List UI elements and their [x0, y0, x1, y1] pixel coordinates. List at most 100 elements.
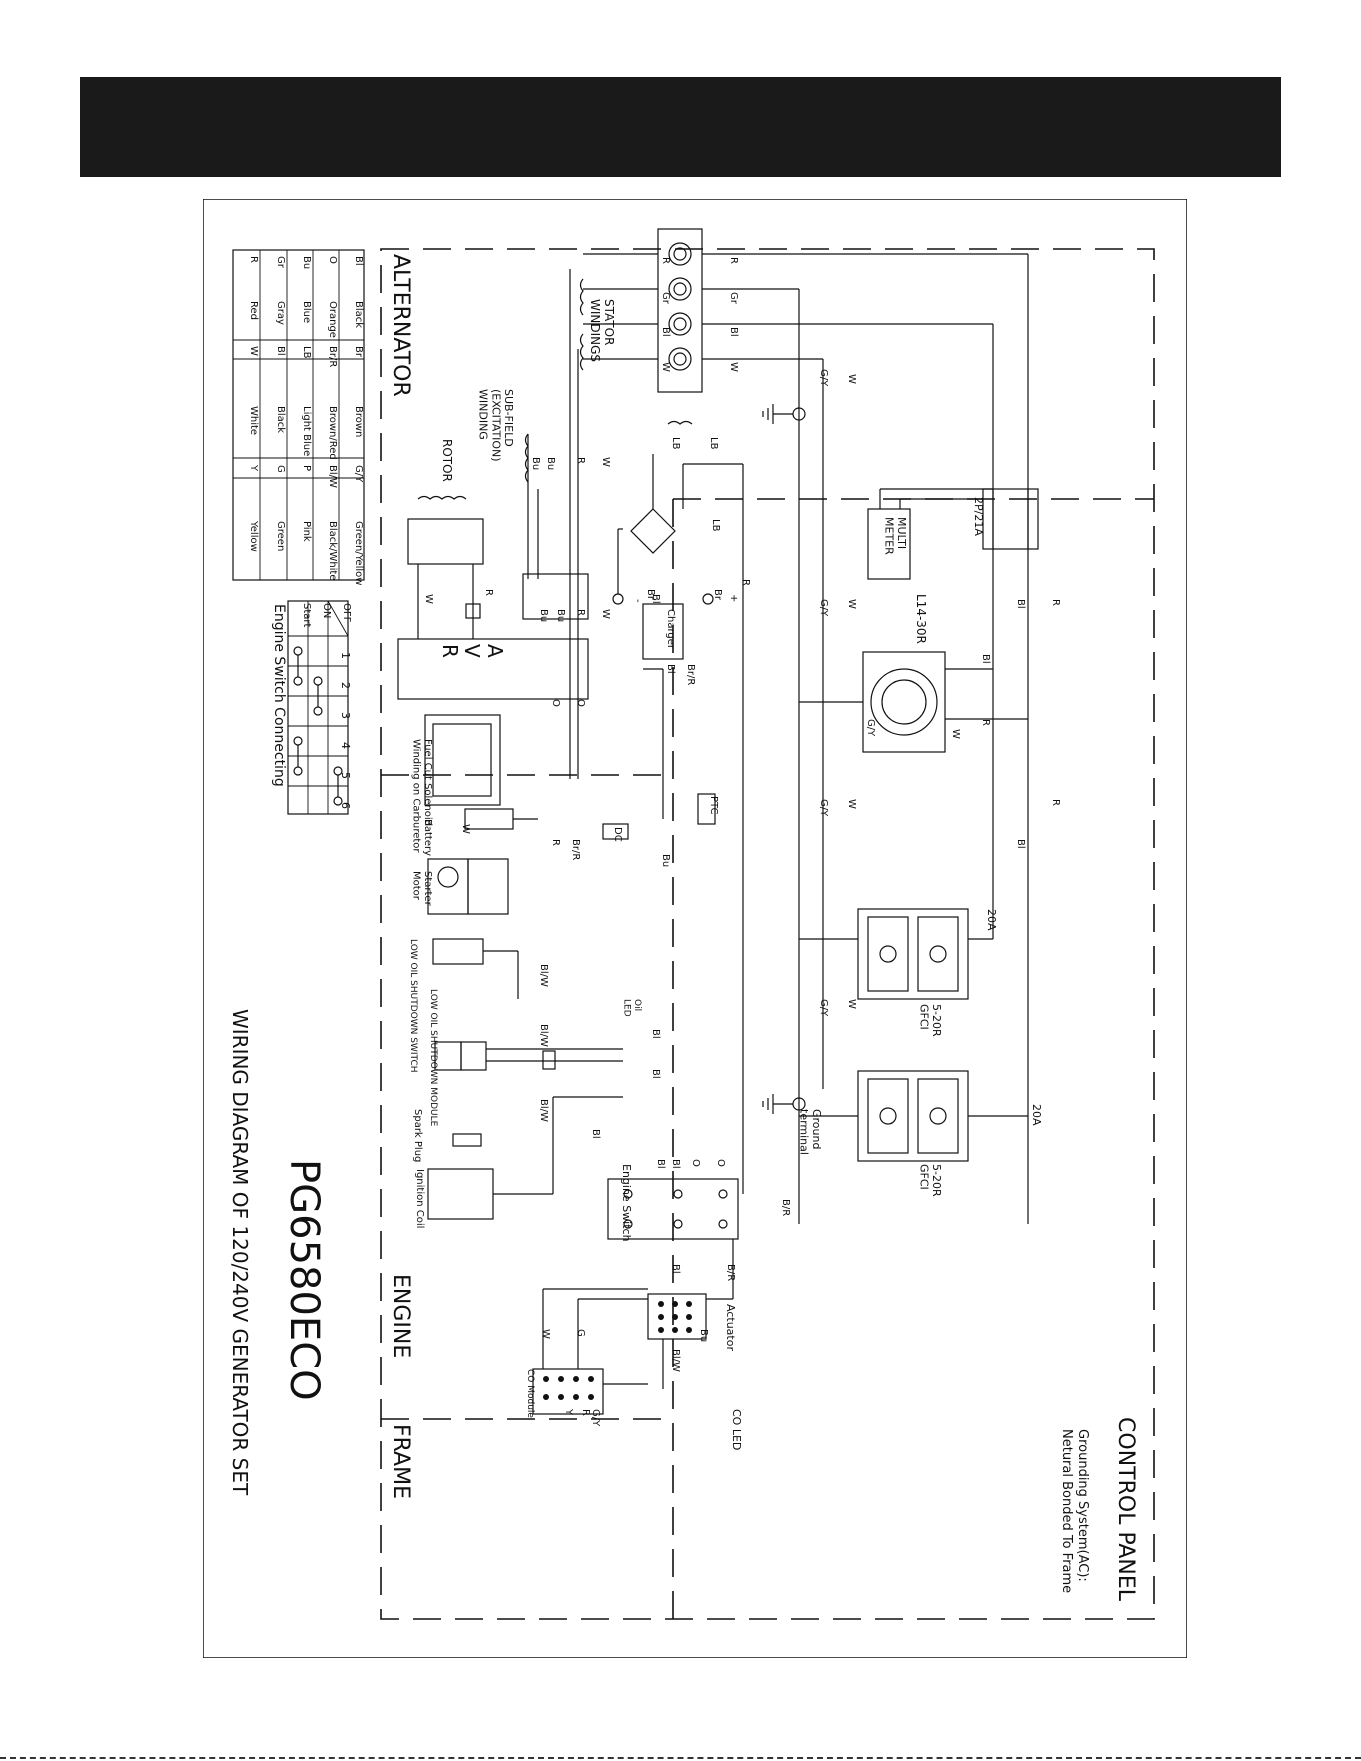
- wire-label: Br: [645, 589, 656, 601]
- engine-switch-label: Engine Switch: [620, 1164, 633, 1242]
- header-bar: [80, 77, 1281, 177]
- section-label-alternator: ALTERNATOR: [388, 254, 413, 397]
- color-legend-table: [232, 249, 365, 581]
- wire-label: O: [690, 1159, 701, 1167]
- wire-label: Bl: [650, 594, 661, 604]
- wire-label: W: [846, 799, 857, 809]
- legend-cell: Black: [353, 301, 364, 328]
- legend-cell: W: [248, 346, 259, 356]
- wire-label: W: [423, 594, 434, 604]
- wire-label: Bl/W: [538, 1024, 549, 1047]
- charger-label: Charger: [665, 609, 676, 650]
- legend-cell: Black: [275, 406, 286, 433]
- fuel-cut-label: Winding on Carburetor: [411, 739, 422, 853]
- co-led-label: CO LED: [730, 1409, 743, 1450]
- wire-label: W: [460, 824, 471, 834]
- avr-label: V: [460, 644, 484, 658]
- battery-label: Battery: [422, 819, 433, 856]
- wire-label: R: [1050, 799, 1061, 806]
- wire-label: R: [580, 1409, 591, 1416]
- switch-header: 2: [339, 682, 352, 689]
- wire-label: Bl: [655, 1159, 666, 1169]
- wire-label: O: [575, 699, 586, 707]
- wire-label: R: [660, 257, 671, 264]
- switch-row-label: Start: [301, 603, 312, 628]
- wire-label: Bl: [650, 1069, 661, 1079]
- wire-label: Bl: [728, 327, 739, 337]
- wire-label: G/Y: [590, 1409, 601, 1427]
- gfci1-label: GFCI: [917, 1004, 930, 1030]
- switch-header: 5: [339, 772, 352, 779]
- avr-label: A: [483, 644, 507, 658]
- wire-label: G/Y: [818, 369, 829, 387]
- legend-cell: Light Blue: [301, 406, 312, 456]
- wire-label: W: [660, 362, 671, 372]
- wire-label: +: [728, 594, 739, 602]
- switch-header: 1: [339, 652, 352, 659]
- legend-cell: Green/Yellow: [353, 521, 364, 585]
- legend-cell: Pink: [301, 521, 312, 542]
- section-label-engine: ENGINE: [388, 1274, 413, 1358]
- wire-label: Bl: [665, 664, 676, 674]
- gfci1-label: 5-20R: [930, 1004, 943, 1037]
- legend-cell: R: [248, 256, 259, 263]
- legend-cell: Yellow: [248, 520, 259, 552]
- wire-label: Bl: [1015, 839, 1026, 849]
- switch-header: 4: [339, 742, 352, 749]
- wire-label: R: [575, 457, 586, 464]
- wire-label: Bu: [660, 854, 671, 867]
- switch-header: 3: [339, 712, 352, 719]
- wire-label: W: [846, 999, 857, 1009]
- legend-cell: Brown: [353, 406, 364, 437]
- diagram-border: [203, 199, 1187, 1658]
- switch-row-label: ON: [321, 603, 332, 618]
- wire-label: G/Y: [818, 599, 829, 617]
- engine-switch-table: [287, 600, 349, 815]
- wire-label: G: [575, 1329, 586, 1337]
- wire-label: W: [600, 609, 611, 619]
- starter-label: Starter: [422, 871, 433, 907]
- wire-label: Bl: [980, 654, 991, 664]
- wire-label: R: [550, 839, 561, 846]
- wire-label: Bl/W: [670, 1349, 681, 1372]
- wire-label: W: [846, 599, 857, 609]
- legend-cell: Bl/W: [327, 465, 338, 488]
- connector-pins: [543, 1301, 692, 1400]
- wire-label: Bu: [555, 609, 566, 622]
- stator-label: WINDINGS: [588, 299, 602, 362]
- actuator-label: Actuator: [724, 1304, 737, 1351]
- multimeter-label: METER: [882, 517, 895, 555]
- grounding-note: Grounding System(AC):: [1075, 1429, 1090, 1582]
- section-label-control-panel: CONTROL PANEL: [1113, 1417, 1138, 1602]
- legend-cell: G/Y: [353, 465, 364, 483]
- legend-cell: Bl: [275, 346, 286, 356]
- diagram-subtitle: WIRING DIAGRAM OF 120/240V GENERATOR SET: [228, 1009, 252, 1496]
- gfci2-label: 5-20R: [930, 1164, 943, 1197]
- wire-label: G/Y: [818, 999, 829, 1017]
- color-legend-text: BlBlackBrBrownG/YGreen/YellowOOrangeBr/R…: [248, 256, 364, 585]
- wire-label: B/R: [780, 1199, 791, 1216]
- wire-label: Br/R: [570, 839, 581, 860]
- legend-cell: Red: [248, 301, 259, 320]
- spark-plug-label: Spark Plug: [412, 1109, 423, 1162]
- wire-label: G/Y: [865, 719, 876, 737]
- ground-terminal-label: Ground: [810, 1109, 823, 1149]
- wire-label: O: [550, 699, 561, 707]
- legend-cell: Blue: [301, 301, 312, 323]
- legend-cell: Br: [353, 346, 364, 358]
- wires: [397, 228, 1039, 1415]
- legend-cell: Orange: [327, 301, 338, 338]
- wire-label: Bl: [1015, 599, 1026, 609]
- wire-label: O: [715, 1159, 726, 1167]
- legend-cell: O: [327, 256, 338, 264]
- co-module-label: CO Module: [525, 1369, 535, 1418]
- gfci2-rating: 20A: [1030, 1104, 1043, 1126]
- legend-cell: Black/White: [327, 521, 338, 581]
- legend-cell: Bu: [301, 256, 312, 269]
- gfci1-rating: 20A: [985, 909, 998, 931]
- starter-label: Motor: [411, 871, 422, 901]
- legend-cell: LB: [301, 346, 312, 359]
- rotor-label: ROTOR: [440, 439, 454, 482]
